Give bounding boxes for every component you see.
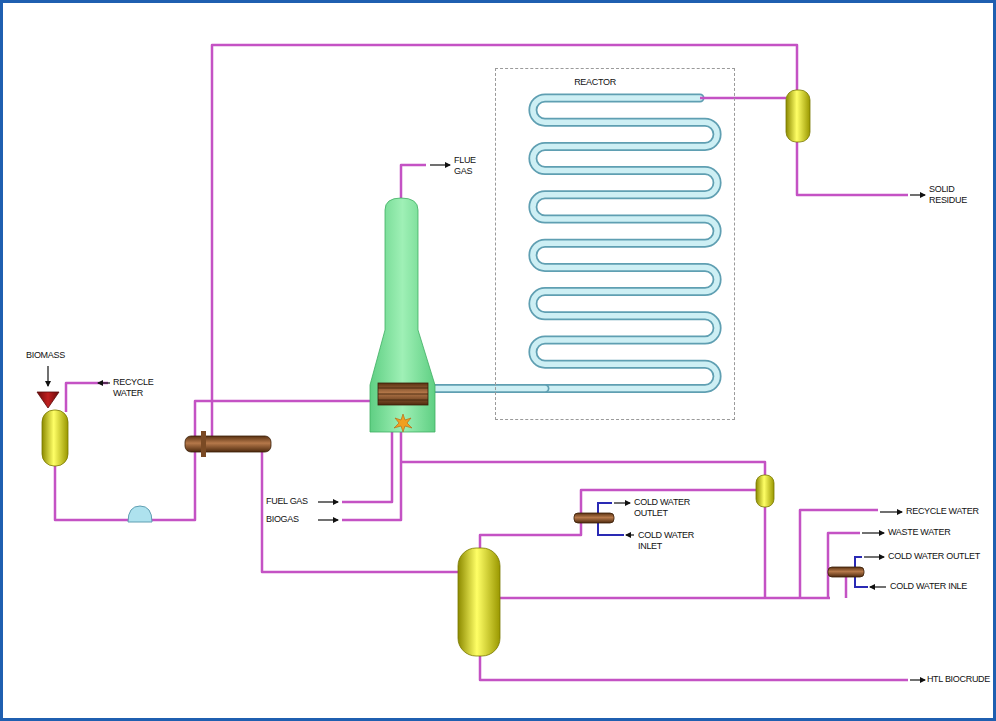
stream-label: RECYCLE WATER <box>113 377 173 399</box>
region-title: REACTOR <box>496 77 734 88</box>
stream-label: SOLID RESIDUE <box>929 184 985 206</box>
stream-label: FUEL GAS <box>266 496 308 507</box>
stream-label: COLD WATER OUTLET <box>634 497 706 519</box>
stream-label: COLD WATER INLET <box>638 530 710 552</box>
stream-label: BIOMASS <box>26 350 65 361</box>
stream-label: HTL BIOCRUDE <box>927 674 990 685</box>
stream-label: BIOGAS <box>266 514 299 525</box>
stream-label: FLUE GAS <box>454 155 490 177</box>
reactor-region: REACTOR <box>495 68 735 420</box>
stream-label: COLD WATER OUTLET <box>888 551 980 562</box>
stream-label: COLD WATER INLE <box>890 581 967 592</box>
stream-label: WASTE WATER <box>888 527 950 538</box>
stream-label: RECYCLE WATER <box>906 506 979 517</box>
